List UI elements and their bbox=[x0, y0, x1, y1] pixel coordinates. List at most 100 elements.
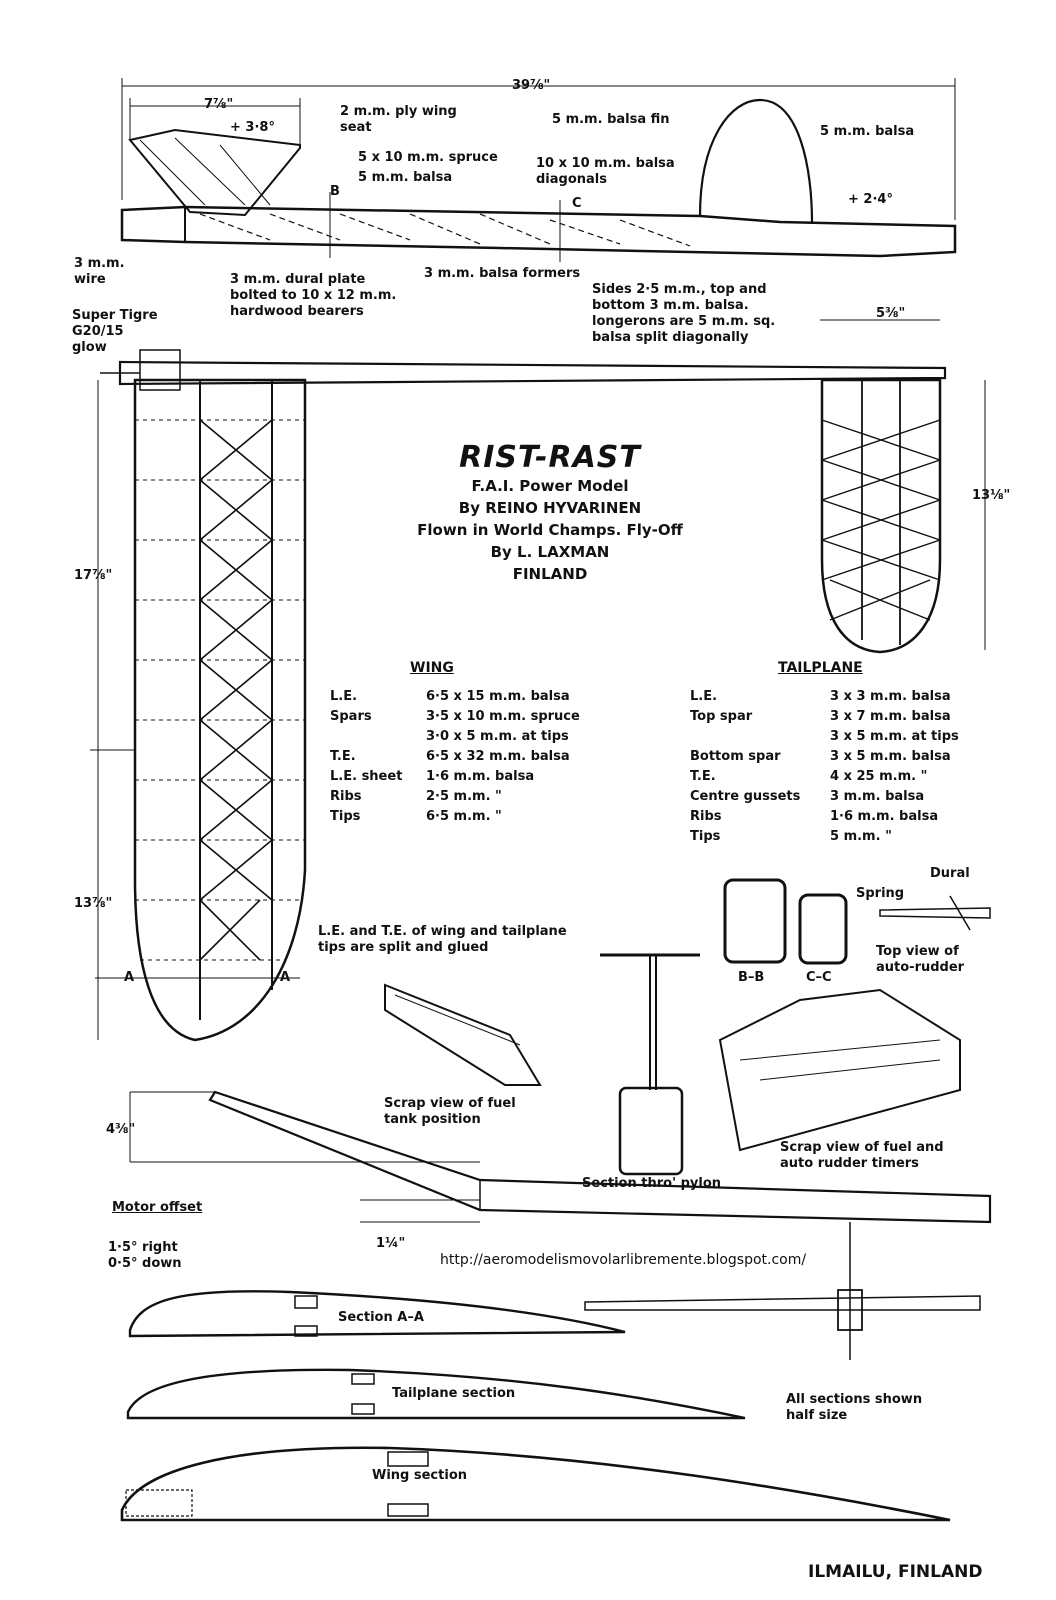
sides-label: Sides 2·5 m.m., top and bottom 3 m.m. ba… bbox=[592, 282, 776, 345]
half-size-note: All sections shown half size bbox=[786, 1392, 923, 1423]
model-name: RIST-RAST bbox=[459, 440, 641, 475]
spec-key: Tips bbox=[330, 809, 361, 824]
tail-span-label: 13⅛" bbox=[972, 488, 1011, 503]
plan-view-fuselage bbox=[100, 349, 947, 391]
spec-key: Centre gussets bbox=[690, 789, 801, 804]
table-row: 3 x 5 m.m. at tips bbox=[690, 728, 959, 748]
table-row: T.E. 6·5 x 32 m.m. balsa bbox=[330, 748, 580, 768]
tailplane-plan bbox=[820, 319, 986, 654]
dural-label: Dural bbox=[930, 866, 970, 881]
title-line5: FINLAND bbox=[512, 565, 588, 583]
spec-value: 6·5 x 32 m.m. balsa bbox=[426, 749, 570, 764]
wing-specs-heading: WING bbox=[410, 660, 454, 676]
overall-length-label: 39⅞" bbox=[512, 78, 551, 93]
pylon-section-label: Section thro' pylon bbox=[582, 1176, 722, 1191]
spring-label: Spring bbox=[856, 886, 905, 901]
section-bb-cc bbox=[723, 878, 848, 965]
wire-label: 3 m.m. wire bbox=[74, 256, 125, 287]
pylon-section bbox=[600, 953, 700, 1176]
airfoil-wing bbox=[120, 1446, 951, 1522]
cc-label: C–C bbox=[806, 970, 832, 985]
spruce-label: 5 x 10 m.m. spruce bbox=[358, 150, 498, 165]
timers-label: Scrap view of fuel and auto rudder timer… bbox=[780, 1140, 944, 1171]
fuel-tank-scrap-view bbox=[384, 983, 542, 1086]
spec-value: 6·5 x 15 m.m. balsa bbox=[426, 689, 570, 704]
section-aa-label: Section A–A bbox=[338, 1310, 424, 1325]
table-row: Centre gussets 3 m.m. balsa bbox=[690, 788, 959, 808]
table-row: Ribs 2·5 m.m. " bbox=[330, 788, 580, 808]
spec-key: Bottom spar bbox=[690, 749, 781, 764]
dihedral-front-view bbox=[129, 1090, 992, 1360]
wing-dimension-line bbox=[90, 380, 135, 1040]
spec-key: L.E. bbox=[330, 689, 358, 704]
spec-key: L.E. sheet bbox=[330, 769, 403, 784]
tail-specs-heading: TAILPLANE bbox=[778, 660, 863, 676]
table-row: L.E. 6·5 x 15 m.m. balsa bbox=[330, 688, 580, 708]
wing-outer-span-label: 13⅞" bbox=[74, 896, 113, 911]
tips-note-label: L.E. and T.E. of wing and tailplane tips… bbox=[318, 924, 567, 955]
spec-value: 2·5 m.m. " bbox=[426, 789, 502, 804]
spec-value: 3 x 5 m.m. balsa bbox=[830, 749, 951, 764]
title-block: RIST-RAST F.A.I. Power Model By REINO HY… bbox=[385, 440, 715, 585]
fin-right-label: 5 m.m. balsa bbox=[820, 124, 915, 139]
tail-incidence-label: + 2·4° bbox=[848, 192, 893, 207]
pylon-width-label: 7⅞" bbox=[204, 97, 234, 112]
engine-label: Super Tigre G20/15 glow bbox=[72, 308, 158, 355]
motor-offset-label: Motor offset bbox=[112, 1200, 203, 1215]
tail-chord-label: 5⅜" bbox=[876, 306, 906, 321]
wing-plan bbox=[95, 378, 307, 1042]
table-row: Top spar 3 x 7 m.m. balsa bbox=[690, 708, 959, 728]
dihedral-outer-label: 1¼" bbox=[376, 1236, 406, 1251]
section-a-right: A bbox=[280, 970, 291, 985]
spec-value: 3 m.m. balsa bbox=[830, 789, 925, 804]
tail-specs-table: L.E. 3 x 3 m.m. balsa Top spar 3 x 7 m.m. … bbox=[690, 688, 959, 848]
auto-rudder-top-view bbox=[879, 895, 991, 931]
spec-key: Ribs bbox=[330, 789, 362, 804]
title-line1: F.A.I. Power Model bbox=[471, 477, 629, 495]
spec-value: 3 x 3 m.m. balsa bbox=[830, 689, 951, 704]
table-row: T.E. 4 x 25 m.m. " bbox=[690, 768, 959, 788]
tail-specs: TAILPLANE L.E. 3 x 3 m.m. balsa Top spar 3… bbox=[690, 660, 959, 848]
bb-label: B–B bbox=[738, 970, 765, 985]
wing-section-label: Wing section bbox=[372, 1468, 467, 1483]
credit-label: ILMAILU, FINLAND bbox=[808, 1562, 983, 1582]
spec-value: 1·6 m.m. balsa bbox=[830, 809, 939, 824]
balsa5-label: 5 m.m. balsa bbox=[358, 170, 453, 185]
spec-key: L.E. bbox=[690, 689, 718, 704]
spec-value: 4 x 25 m.m. " bbox=[830, 769, 928, 784]
section-a-left: A bbox=[124, 970, 135, 985]
airfoil-tailplane bbox=[126, 1368, 746, 1420]
spec-value: 5 m.m. " bbox=[830, 829, 892, 844]
wing-incidence-label: + 3·8° bbox=[230, 120, 275, 135]
spec-value: 3 x 5 m.m. at tips bbox=[830, 729, 959, 744]
wing-inner-span-label: 17⅞" bbox=[74, 568, 113, 583]
dural-plate-label: 3 m.m. dural plate bolted to 10 x 12 m.m… bbox=[230, 272, 397, 319]
timers-scrap-view bbox=[718, 988, 961, 1152]
spec-value: 3·0 x 5 m.m. at tips bbox=[426, 729, 569, 744]
spec-key: T.E. bbox=[330, 749, 356, 764]
table-row: L.E. sheet 1·6 m.m. balsa bbox=[330, 768, 580, 788]
spec-key: Top spar bbox=[690, 709, 753, 724]
spec-value: 1·6 m.m. balsa bbox=[426, 769, 535, 784]
overall-dimension-line bbox=[121, 78, 956, 220]
table-row: 3·0 x 5 m.m. at tips bbox=[330, 728, 580, 748]
spec-value: 3 x 7 m.m. balsa bbox=[830, 709, 951, 724]
tailplane-section-label: Tailplane section bbox=[392, 1386, 516, 1401]
offset-values-label: 1·5° right 0·5° down bbox=[108, 1240, 182, 1271]
table-row: L.E. 3 x 3 m.m. balsa bbox=[690, 688, 959, 708]
fin-label: 5 m.m. balsa fin bbox=[552, 112, 670, 127]
table-row: Ribs 1·6 m.m. balsa bbox=[690, 808, 959, 828]
fuel-tank-label: Scrap view of fuel tank position bbox=[384, 1096, 516, 1127]
spec-key: T.E. bbox=[690, 769, 716, 784]
side-view-fuselage bbox=[120, 98, 957, 262]
spec-key: Ribs bbox=[690, 809, 722, 824]
title-line2: By REINO HYVARINEN bbox=[458, 499, 642, 517]
formers-label: 3 m.m. balsa formers bbox=[424, 266, 581, 281]
dihedral-label: 4⅜" bbox=[106, 1122, 136, 1137]
title-line4: By L. LAXMAN bbox=[490, 543, 610, 561]
